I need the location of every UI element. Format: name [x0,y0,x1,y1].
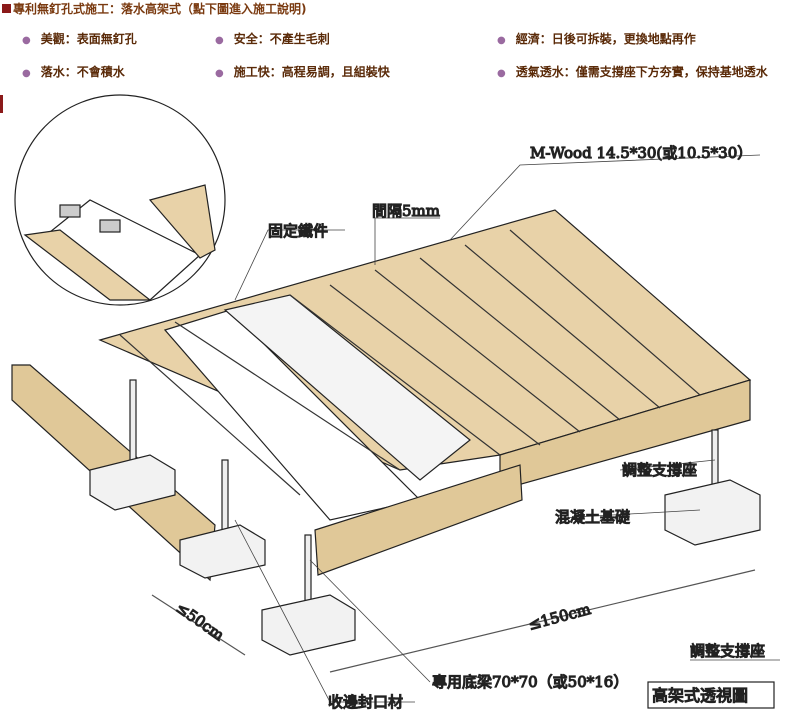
spacing-50-label: ≤50cm [173,599,228,645]
bullet-icon: ● [215,68,224,79]
bullet-icon: ● [22,35,31,46]
detail-magnifier [14,94,226,306]
feature-item: ●落水：不會積水 [22,65,125,79]
supports [89,379,761,656]
bullet-icon: ● [22,68,31,79]
page-title[interactable]: 專利無釘孔式施工：落水高架式（點下圖進入施工說明) [2,0,307,17]
gap-label: 間隔5mm [372,202,440,220]
view-label: 高架式透視圖 [652,686,748,705]
deck [98,209,752,521]
feature-item: ●透氣透水：僅需支撐座下方夯實，保持基地透水 [497,65,768,79]
feature-item: ●施工快：高程易調，且組裝快 [215,65,390,79]
concrete-label: 混凝土基礎 [555,508,630,526]
spacing-150-label: ≤150cm [526,600,592,634]
feature-item: ●經濟：日後可拆裝，更換地點再作 [497,32,696,46]
deck-diagram[interactable]: M-Wood 14.5*30(或10.5*30） 間隔5mm 固定鐵件 調整支撐… [0,85,798,726]
accent-bar [0,95,3,113]
edge-label: 收邊封口材 [328,693,403,711]
feature-item: ●美觀：表面無釘孔 [22,32,137,46]
support-label-2: 調整支撐座 [690,642,765,660]
joist-label: 專用底梁70*70（或50*16） [432,673,628,691]
view-label-box [647,681,775,709]
feature-item: ●安全：不產生毛刺 [215,32,330,46]
bullet-icon: ● [497,35,506,46]
square-bullet-icon [2,4,11,13]
fixing-label: 固定鐵件 [268,222,328,240]
support-label: 調整支撐座 [622,461,697,479]
board-label: M-Wood 14.5*30(或10.5*30） [530,144,752,162]
edge-board-front [314,464,523,576]
bullet-icon: ● [215,35,224,46]
bullet-icon: ● [497,68,506,79]
